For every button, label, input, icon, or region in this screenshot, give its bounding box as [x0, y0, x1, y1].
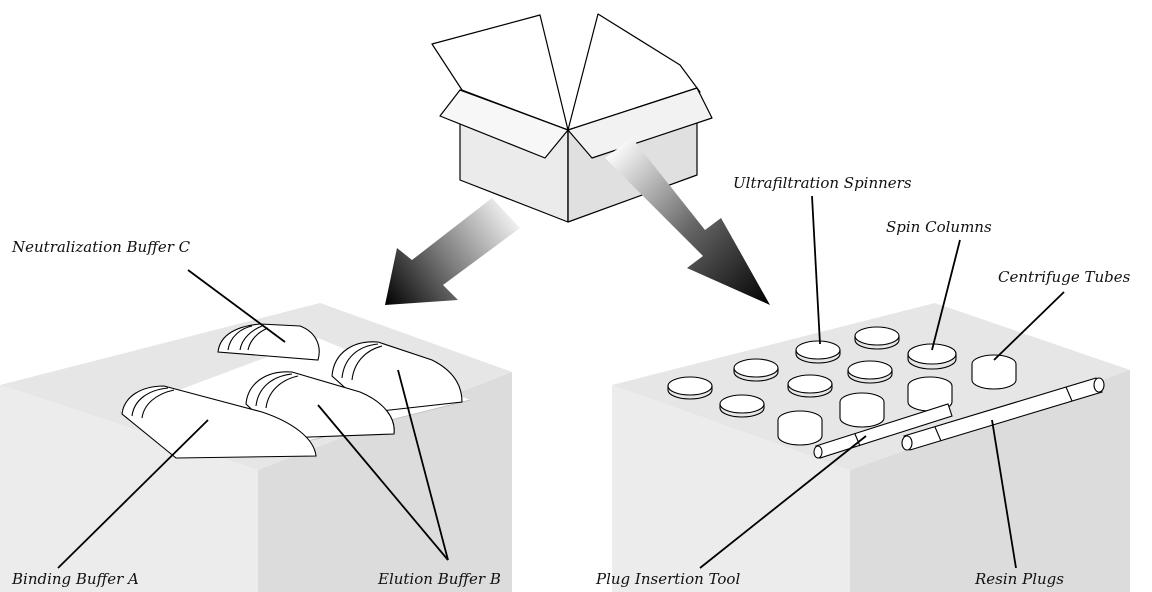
label-neutralization-buffer-c: Neutralization Buffer C: [11, 238, 191, 256]
label-binding-buffer-a: Binding Buffer A: [11, 570, 139, 588]
bottle-rim: [227, 325, 253, 351]
spinner-rim: [667, 386, 713, 400]
bottle-rim: [341, 343, 379, 379]
ultrafiltration-spinner: [787, 374, 833, 394]
label-spin-columns: Spin Columns: [886, 218, 992, 236]
tool-band: [854, 433, 861, 447]
tube-body: [839, 402, 885, 428]
bottle-body: [217, 323, 320, 361]
ultrafiltration-spinner: [719, 394, 765, 414]
buffer-tray-side: [258, 372, 512, 592]
plug-insertion-tool: [813, 403, 953, 459]
label-plug-insertion-tool: Plug Insertion Tool: [595, 570, 740, 588]
spinner-rim: [854, 336, 900, 350]
leader-resin-plugs: [991, 419, 1017, 569]
bottle-rim: [141, 389, 175, 419]
column-tray-top: [612, 303, 1130, 470]
tube-body: [971, 364, 1017, 390]
buffer-tray-front: [0, 385, 258, 592]
spinner-rim: [787, 384, 833, 398]
leader-plug-insertion-tool: [699, 435, 867, 569]
leader-neutralization-buffer-c: [187, 269, 286, 343]
tool-end: [813, 445, 823, 459]
spinner-rim: [847, 370, 893, 384]
spinner-rim: [719, 404, 765, 418]
column-tray: [612, 303, 1130, 592]
leader-elution-buffer-b-2: [397, 369, 449, 561]
ultrafiltration-spinner: [667, 376, 713, 396]
box-side-flap: [567, 87, 713, 159]
ultrafiltration-spinner: [847, 360, 893, 380]
spinner-rim: [907, 354, 957, 370]
label-ultrafiltration-spinners: Ultrafiltration Spinners: [733, 174, 912, 192]
arrow-to-right-tray: [605, 138, 770, 305]
label-resin-plugs: Resin Plugs: [974, 570, 1064, 588]
tube-band: [934, 426, 942, 442]
bottle-rim: [255, 373, 293, 407]
ultrafiltration-spinner: [795, 340, 841, 360]
label-elution-buffer-b: Elution Buffer B: [377, 570, 501, 588]
bottle-rim: [131, 387, 169, 417]
leader-ultrafiltration-spinners: [811, 195, 821, 345]
open-shipping-box: [431, 13, 713, 223]
leader-centrifuge-tubes: [993, 291, 1065, 361]
resin-plugs-tube: [901, 377, 1105, 451]
bottle-body: [121, 385, 317, 459]
bottle-rim: [247, 327, 269, 351]
spinner-grid: [667, 326, 1017, 446]
tube-end: [901, 435, 913, 451]
ultrafiltration-spinner: [854, 326, 900, 346]
label-centrifuge-tubes: Centrifuge Tubes: [998, 268, 1131, 286]
bottle-rim: [265, 375, 299, 409]
column-tray-front: [612, 385, 850, 592]
tube-end: [1093, 377, 1105, 393]
tube-body: [777, 420, 823, 446]
ultrafiltration-spinner: [733, 358, 779, 378]
bottle-rim: [351, 345, 383, 381]
bottle-rim: [239, 325, 263, 351]
spinner-rim: [795, 350, 841, 364]
leader-elution-buffer-b-1: [317, 404, 449, 561]
neutralization-buffer-c-bottle: [217, 323, 320, 361]
column-tray-side: [850, 370, 1130, 592]
arrow-to-left-tray: [385, 198, 520, 305]
spinner-rim: [733, 368, 779, 382]
leader-binding-buffer-a: [57, 419, 209, 569]
leader-spin-columns: [931, 239, 961, 351]
box-front-flap: [439, 89, 569, 159]
tube-band: [1065, 386, 1073, 402]
leader-lines: [57, 195, 1065, 569]
binding-buffer-a-bottle: [121, 385, 317, 459]
